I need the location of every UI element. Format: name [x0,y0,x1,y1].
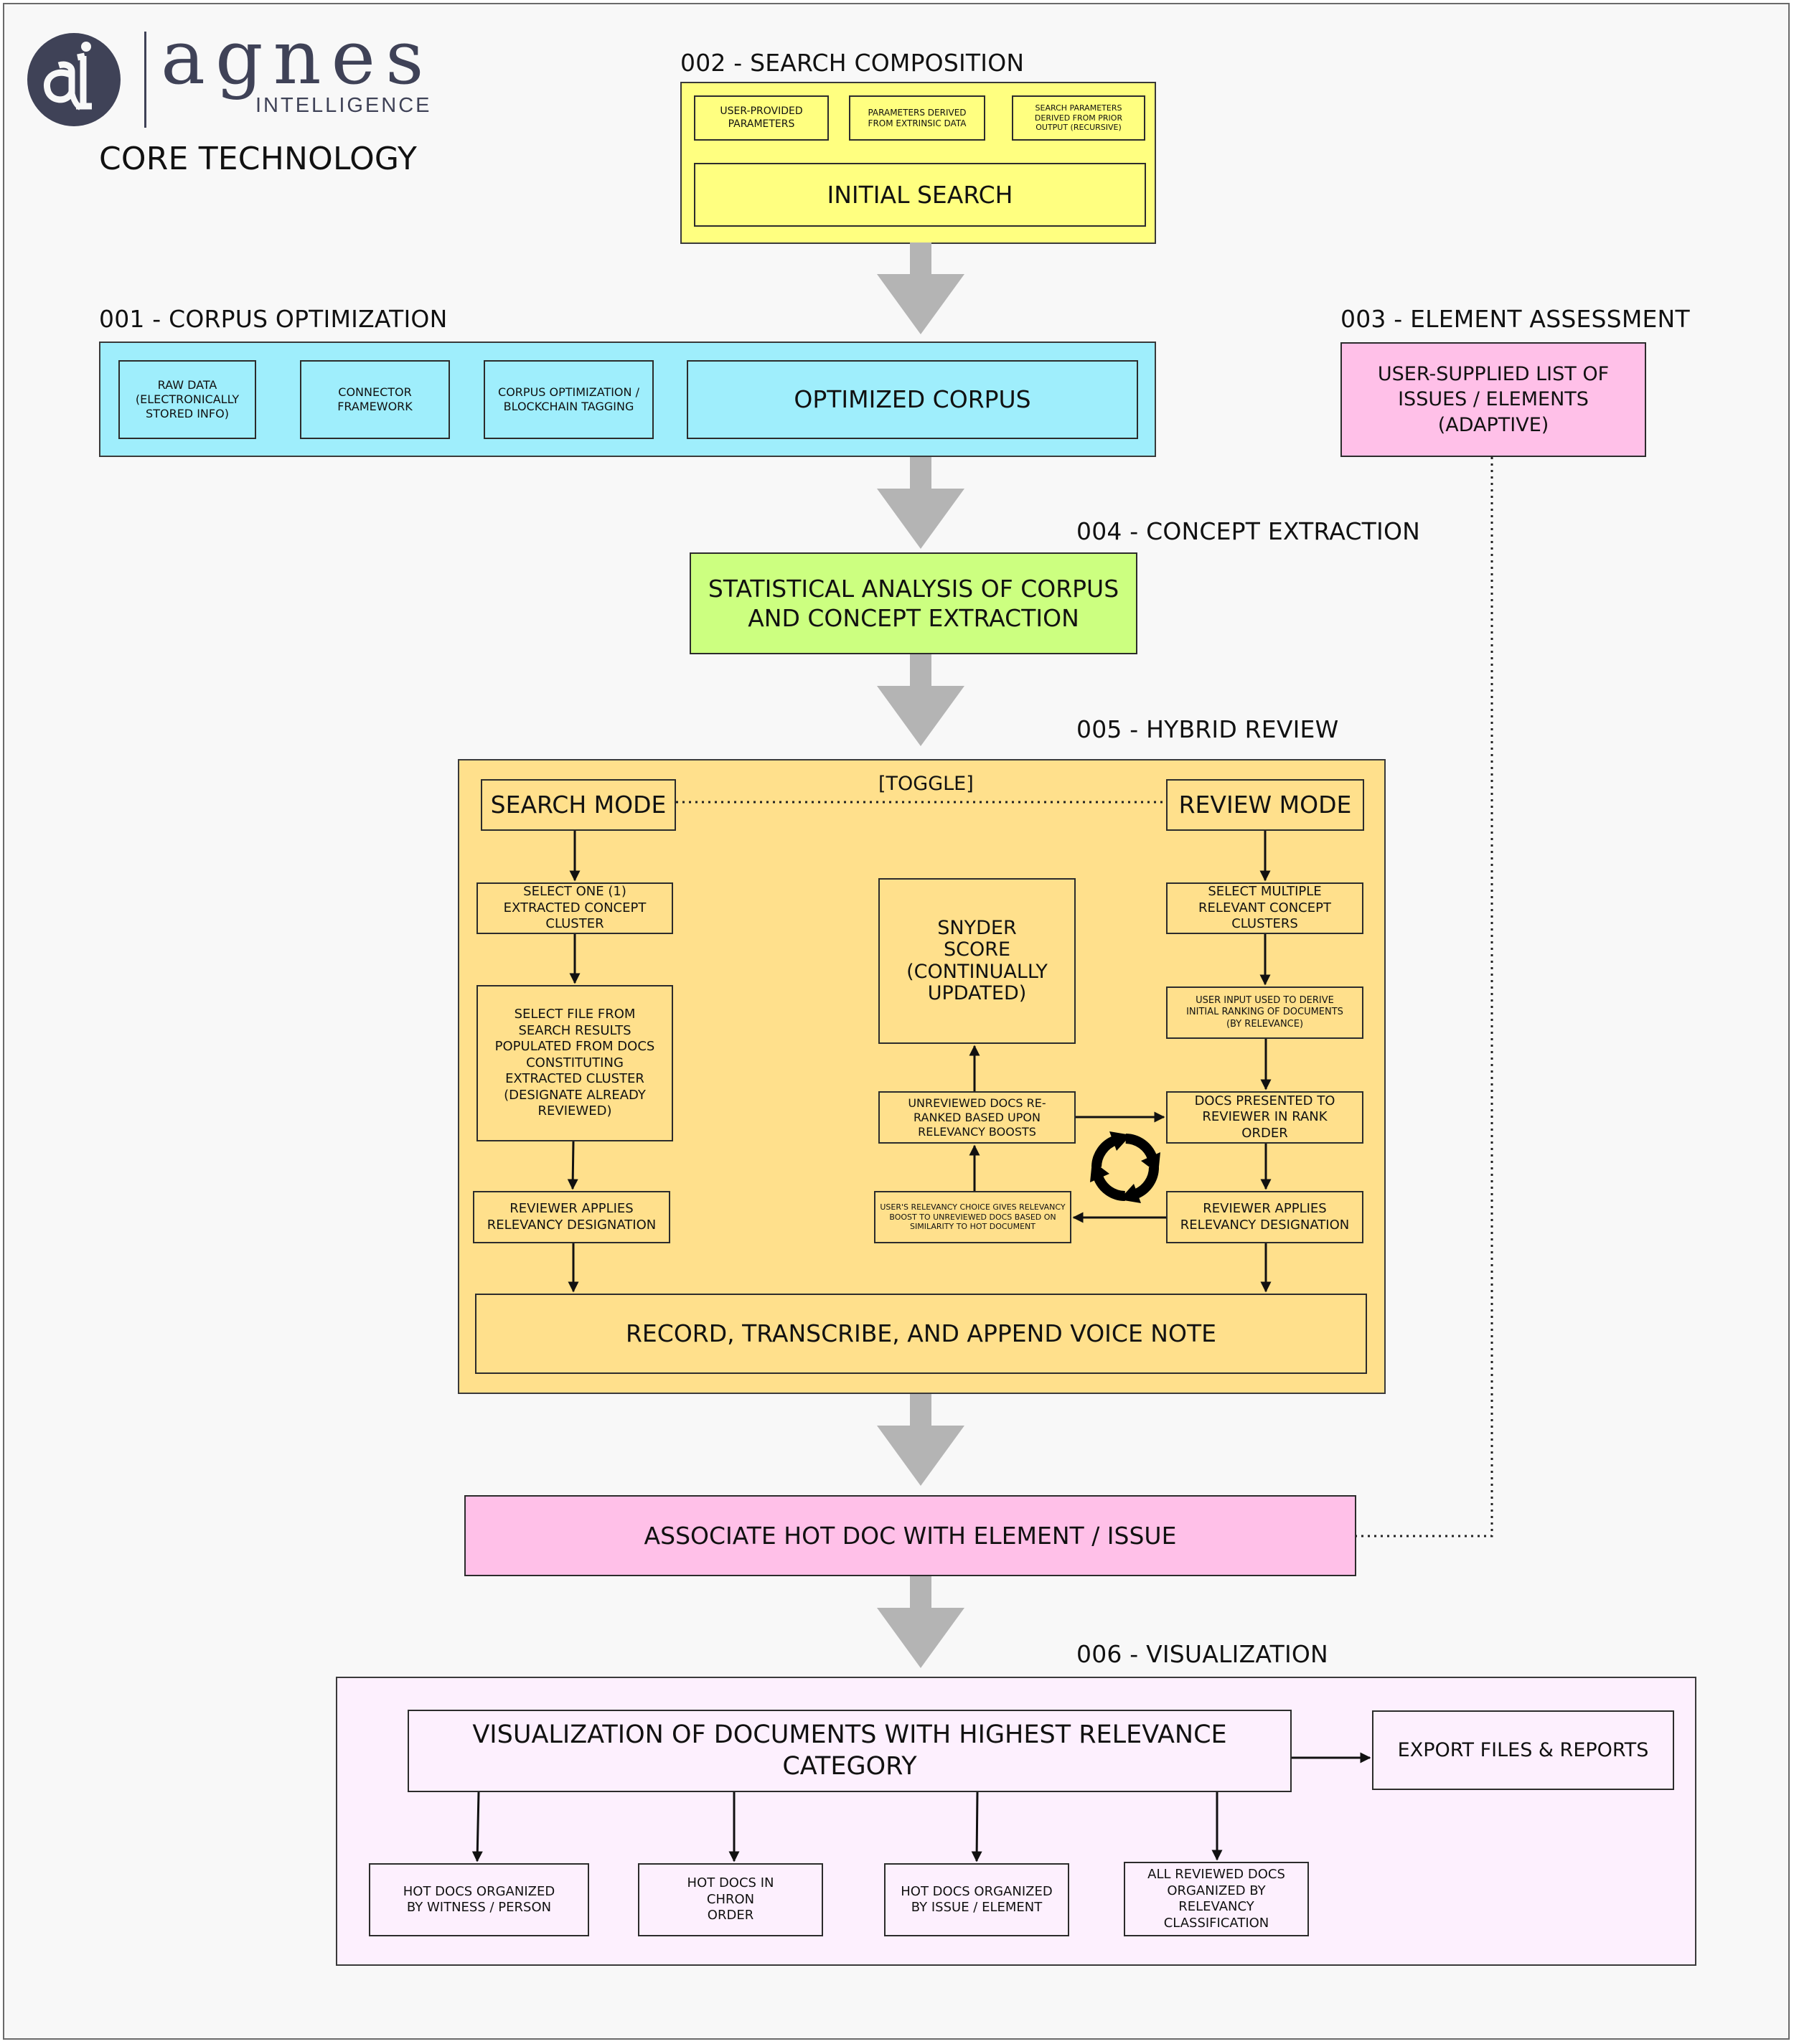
element-dotted-line [1356,457,1493,1537]
box-review-mode: REVIEW MODE [1166,779,1364,831]
box-hot-docs-issue: HOT DOCS ORGANIZED BY ISSUE / ELEMENT [884,1863,1069,1936]
logo-wordmark: agnes [161,14,434,101]
box-visualization-documents: VISUALIZATION OF DOCUMENTS WITH HIGHEST … [408,1710,1292,1792]
box-user-supplied-list: USER-SUPPLIED LIST OF ISSUES / ELEMENTS … [1340,342,1646,457]
toggle-label: [TOGGLE] [878,773,974,795]
box-reviewer-applies-left: REVIEWER APPLIES RELEVANCY DESIGNATION [473,1191,670,1243]
box-raw-data: RAW DATA (ELECTRONICALLY STORED INFO) [118,360,256,439]
box-select-file: SELECT FILE FROM SEARCH RESULTS POPULATE… [476,985,673,1141]
logo-monogram-icon [27,33,121,126]
box-all-reviewed-docs: ALL REVIEWED DOCS ORGANIZED BY RELEVANCY… [1124,1862,1309,1936]
flow-arrow-2 [877,457,964,549]
box-initial-search: INITIAL SEARCH [694,163,1146,227]
logo-subtext: INTELLIGENCE [255,94,432,117]
heading-concept-extraction: 004 - CONCEPT EXTRACTION [1076,517,1421,545]
flow-arrow-5 [877,1576,964,1668]
flow-arrow-3 [877,654,964,746]
heading-element-assessment: 003 - ELEMENT ASSESSMENT [1340,305,1690,333]
flow-arrow-4 [877,1394,964,1486]
page-title: CORE TECHNOLOGY [99,141,418,177]
box-associate-hot-doc: ASSOCIATE HOT DOC WITH ELEMENT / ISSUE [464,1495,1356,1576]
box-recursive-parameters: SEARCH PARAMETERS DERIVED FROM PRIOR OUT… [1012,95,1145,141]
heading-hybrid-review: 005 - HYBRID REVIEW [1076,715,1339,743]
box-relevancy-boost: USER'S RELEVANCY CHOICE GIVES RELEVANCY … [874,1191,1071,1243]
refresh-cycle-icon [1090,1131,1160,1203]
box-user-input-ranking: USER INPUT USED TO DERIVE INITIAL RANKIN… [1166,986,1363,1039]
box-hot-docs-witness: HOT DOCS ORGANIZED BY WITNESS / PERSON [369,1863,589,1936]
box-extrinsic-parameters: PARAMETERS DERIVED FROM EXTRINSIC DATA [849,95,985,141]
flow-arrow-1 [877,242,964,334]
box-export-files: EXPORT FILES & REPORTS [1372,1710,1674,1790]
box-search-mode: SEARCH MODE [481,779,676,831]
box-snyder-score: SNYDER SCORE (CONTINUALLY UPDATED) [878,878,1076,1044]
box-reviewer-applies-right: REVIEWER APPLIES RELEVANCY DESIGNATION [1166,1191,1363,1243]
box-voice-note: RECORD, TRANSCRIBE, AND APPEND VOICE NOT… [475,1294,1367,1374]
box-user-provided-parameters: USER-PROVIDED PARAMETERS [694,95,829,141]
box-optimized-corpus: OPTIMIZED CORPUS [687,360,1138,439]
heading-visualization: 006 - VISUALIZATION [1076,1640,1328,1668]
box-select-multiple-clusters: SELECT MULTIPLE RELEVANT CONCEPT CLUSTER… [1166,882,1363,934]
heading-corpus-optimization: 001 - CORPUS OPTIMIZATION [99,305,448,333]
box-blockchain-tagging: CORPUS OPTIMIZATION / BLOCKCHAIN TAGGING [484,360,654,439]
box-statistical-analysis: STATISTICAL ANALYSIS OF CORPUS AND CONCE… [690,552,1137,654]
box-hot-docs-chron: HOT DOCS IN CHRON ORDER [638,1863,823,1936]
logo-divider [144,32,146,128]
heading-search-composition: 002 - SEARCH COMPOSITION [680,49,1025,77]
box-docs-presented: DOCS PRESENTED TO REVIEWER IN RANK ORDER [1166,1091,1363,1144]
box-connector-framework: CONNECTOR FRAMEWORK [300,360,450,439]
box-docs-reranked: UNREVIEWED DOCS RE-RANKED BASED UPON REL… [878,1091,1076,1144]
box-select-one-cluster: SELECT ONE (1) EXTRACTED CONCEPT CLUSTER [476,882,673,934]
